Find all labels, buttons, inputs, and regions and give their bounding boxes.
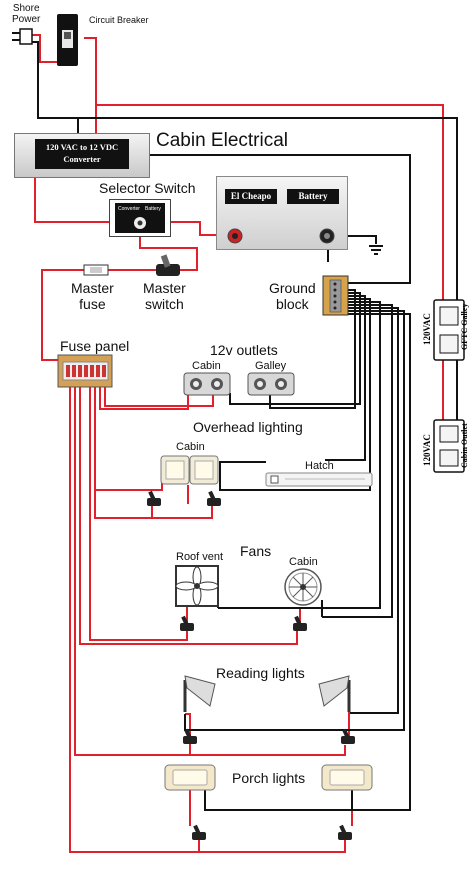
roof-vent-fan-icon: [175, 565, 219, 607]
toggle-switch-fan-left: [180, 615, 194, 631]
converter-ground-wire: [148, 154, 411, 284]
toggle-switch-icons: [147, 490, 355, 840]
selector-knob-icon: [134, 217, 146, 229]
reading-light-right-icon: [318, 675, 351, 712]
fuse-panel-label: Fuse panel: [60, 338, 130, 354]
overhead-light-right-icon: [189, 455, 219, 485]
converter: 120 VAC to 12 VDC Converter: [14, 133, 150, 178]
toggle-switch-porch-left: [192, 824, 206, 840]
ac-neutral-wire: [32, 41, 79, 133]
master-fuse-icon: [83, 264, 109, 276]
toggle-switch-fan-right: [293, 615, 307, 631]
page-title: Cabin Electrical: [156, 130, 288, 151]
hatch-label: Hatch: [305, 460, 334, 472]
ac-outlet-galley-icon: [433, 299, 465, 361]
battery: El Cheapo Battery: [216, 176, 348, 250]
ground-block-label: Ground block: [269, 280, 316, 312]
toggle-switch-overhead-right: [207, 490, 221, 506]
ac-hot-wire: [32, 34, 65, 63]
toggle-switch-overhead-left: [147, 490, 161, 506]
battery-brand-label: El Cheapo: [225, 189, 277, 204]
overhead-lighting-title: Overhead lighting: [193, 419, 303, 435]
toggle-switch-porch-right: [338, 824, 352, 840]
shore-power-plug-icon: [12, 28, 33, 45]
converter-to-selector: [34, 176, 110, 223]
outlet-galley-label: Galley: [255, 360, 287, 372]
fans-title: Fans: [240, 543, 272, 559]
fan-cabin-label: Cabin: [289, 556, 318, 568]
roof-vent-label: Roof vent: [176, 551, 224, 563]
porch-light-right-icon: [321, 764, 373, 791]
ac-neutral-to-outlets: [78, 117, 458, 300]
fuse-panel-icon: [57, 354, 113, 388]
cabin-fan-icon: [284, 568, 322, 606]
ac-galley-outlet-label: GFTC Galley: [460, 303, 469, 350]
battery-terminals: [227, 228, 335, 244]
reading-lights-title: Reading lights: [216, 665, 305, 681]
selector-switch-label: Selector Switch: [99, 180, 196, 196]
overhead-cabin-label: Cabin: [176, 441, 205, 453]
outlets-title: 12v outlets: [210, 342, 278, 358]
porch-lights-title: Porch lights: [232, 770, 306, 786]
outlet-cabin-label: Cabin: [192, 360, 221, 372]
toggle-switch-reading-right: [341, 728, 355, 744]
master-fuse-label: Master fuse: [71, 280, 114, 312]
selector-converter-label: Converter: [118, 206, 140, 212]
circuit-breaker-icon: [57, 14, 78, 66]
hatch-light-icon: [265, 472, 373, 487]
ac-galley-voltage-label: 120VAC: [422, 313, 432, 345]
circuit-breaker-label: Circuit Breaker: [89, 15, 149, 25]
ac-cabin-voltage-label: 120VAC: [422, 434, 432, 466]
selector-to-master-switch: [139, 236, 198, 271]
outlet-galley-icon: [247, 372, 295, 396]
overhead-light-left-icon: [160, 455, 190, 485]
master-switch-label: Master switch: [143, 280, 186, 312]
shore-power-label: Shore Power: [12, 3, 41, 25]
outlet-cabin-icon: [183, 372, 231, 396]
selector-battery-label: Battery: [145, 206, 161, 212]
selector-switch[interactable]: Converter Battery: [109, 199, 171, 237]
selector-to-battery: [168, 221, 228, 236]
breaker-to-converter-wire: [84, 37, 97, 133]
converter-label: 120 VAC to 12 VDC Converter: [35, 139, 129, 169]
ac-outlet-cabin-icon: [433, 419, 465, 473]
reading-light-left-icon: [183, 675, 216, 712]
dc-positive-wiring: [34, 176, 353, 853]
master-fuse-to-fuse-panel: [41, 269, 84, 361]
master-switch-icon: [156, 254, 180, 276]
ac-wiring: [32, 34, 458, 420]
ground-block-icon: [322, 275, 349, 316]
dc-negative-wiring: [148, 154, 411, 811]
ac-cabin-outlet-label: Cabin Outlet: [460, 423, 469, 468]
ac-hot-to-outlets: [96, 104, 444, 300]
toggle-switch-reading-left: [183, 728, 197, 744]
battery-type-label: Battery: [287, 189, 339, 204]
porch-light-left-icon: [164, 764, 216, 791]
